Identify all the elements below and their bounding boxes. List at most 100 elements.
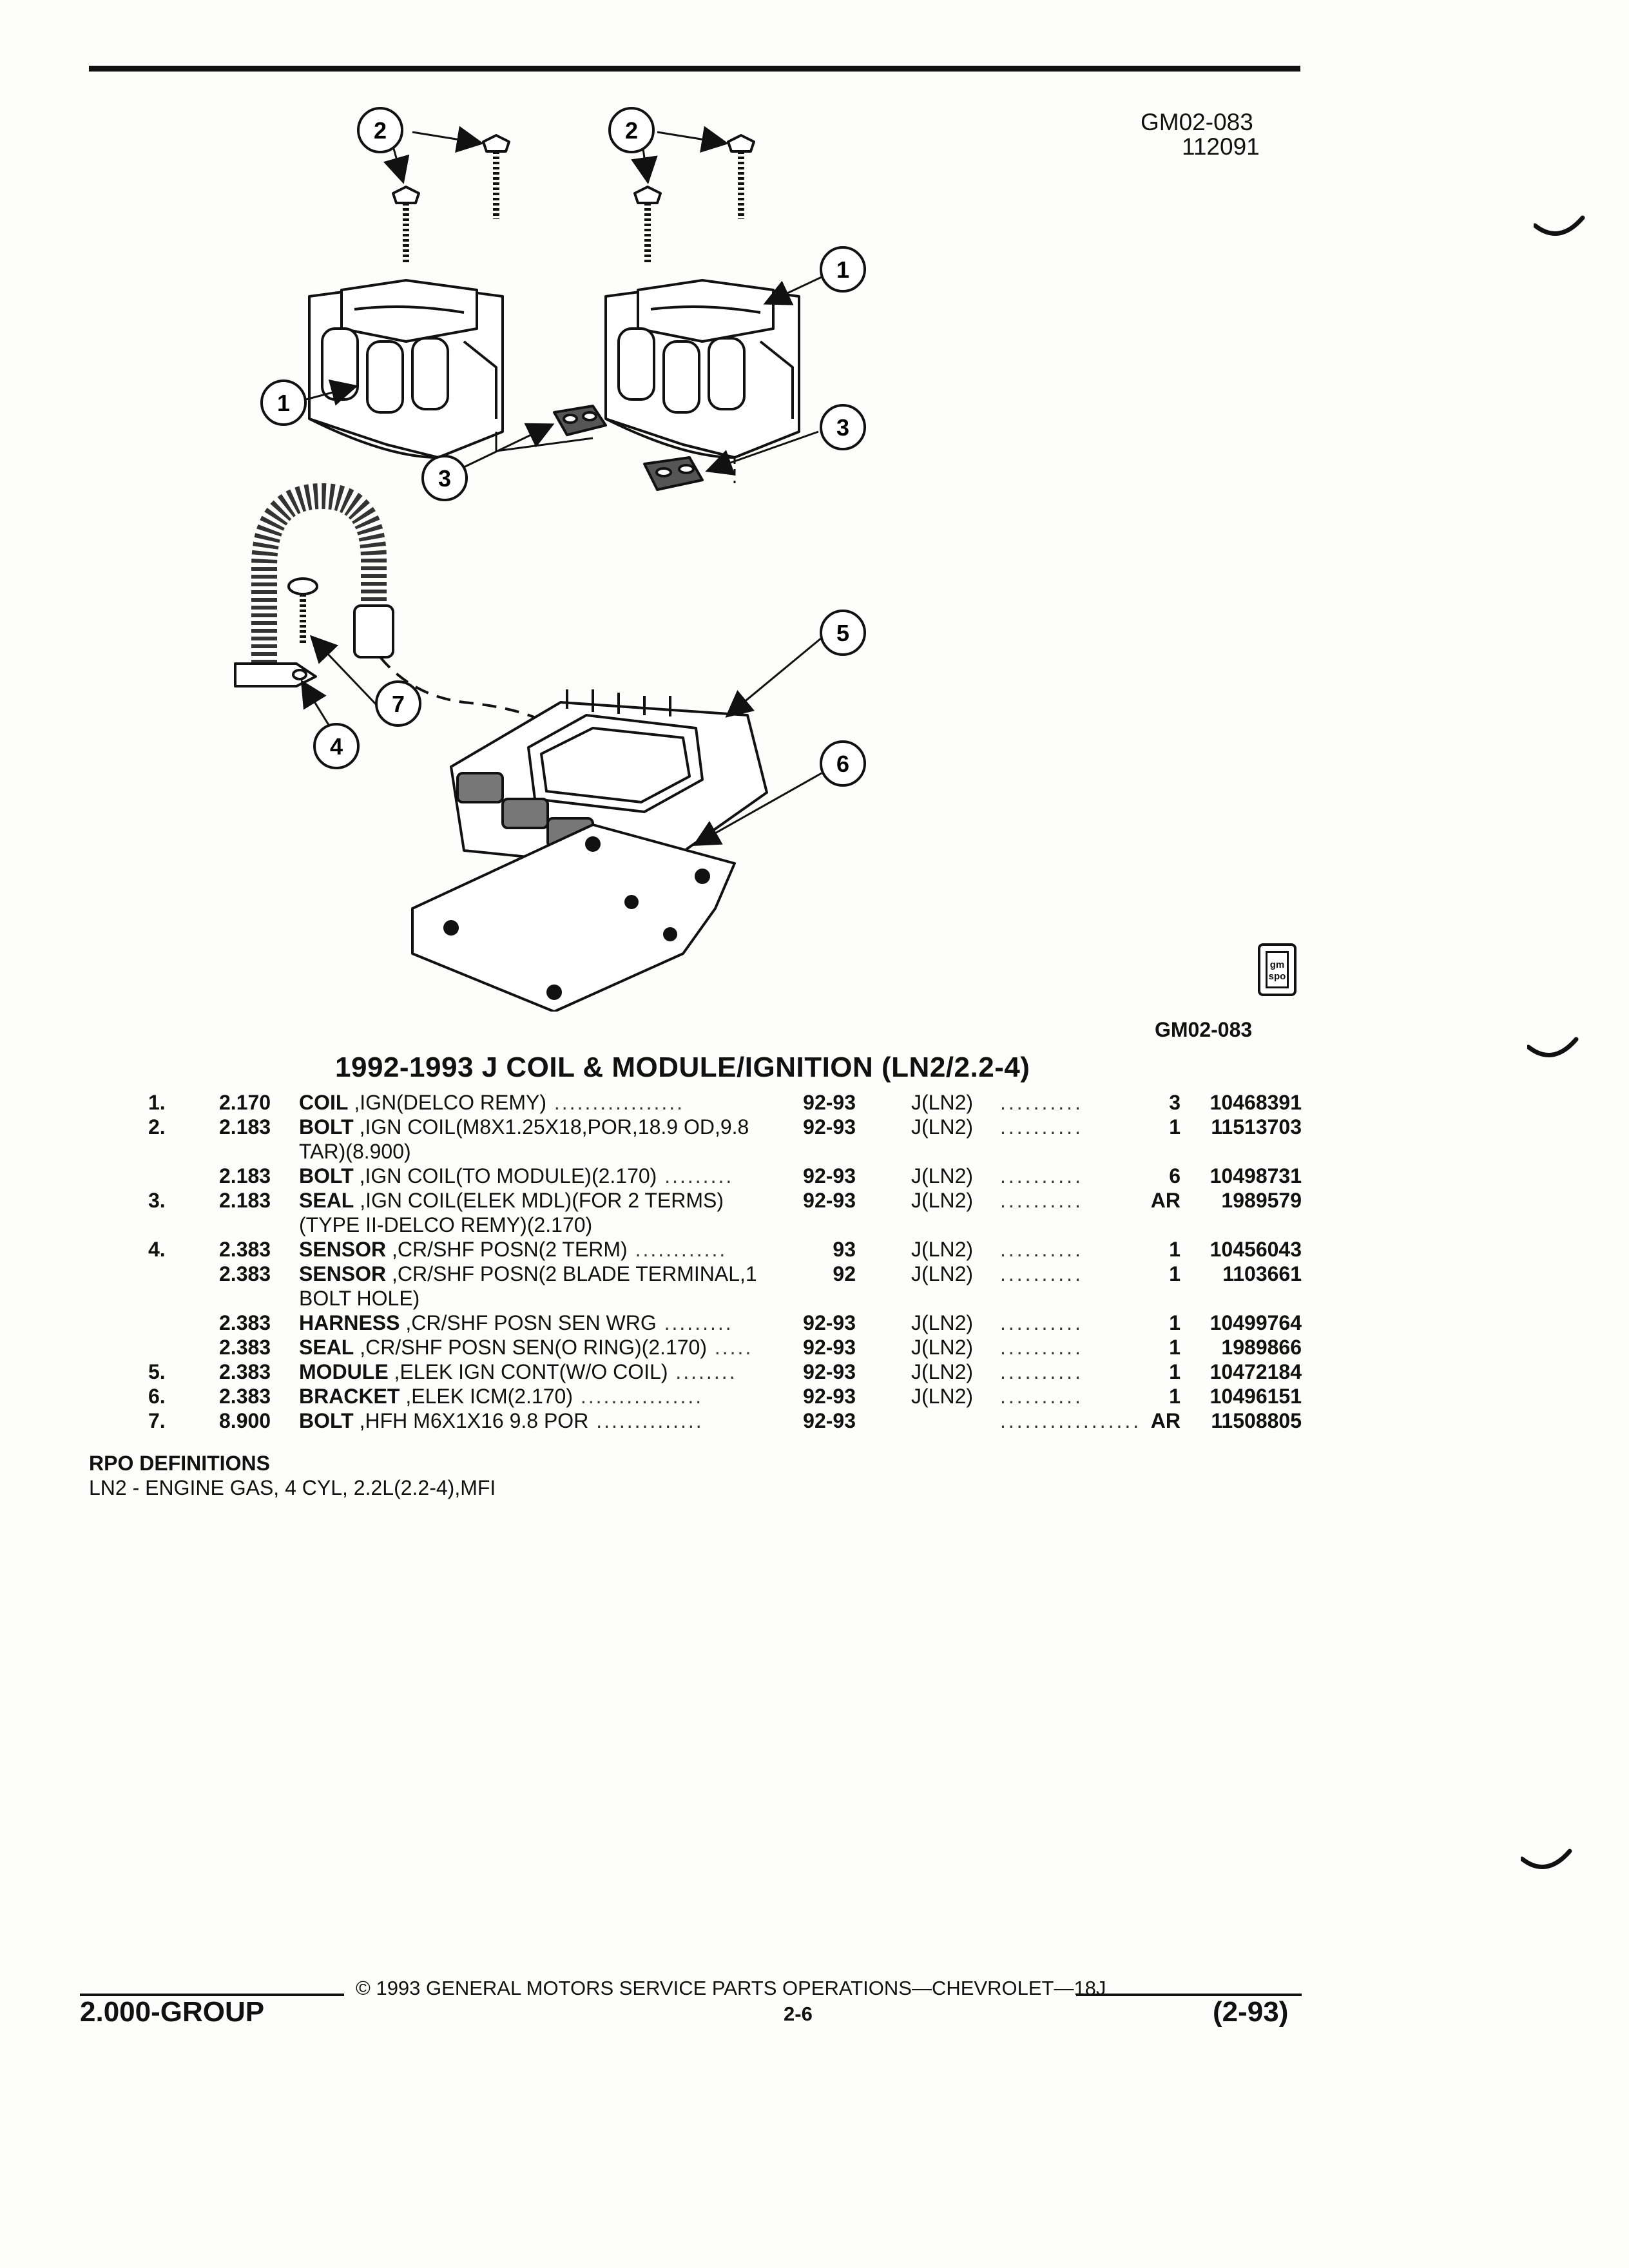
callout-7: 7	[375, 680, 421, 727]
part-number: 11508805	[1211, 1409, 1302, 1432]
dot-leader: ..........	[1000, 1238, 1083, 1261]
quantity: 1	[1169, 1360, 1181, 1383]
part-number: 11513703	[1211, 1115, 1302, 1139]
part-name: SENSOR	[299, 1262, 387, 1285]
dot-leader: .........	[657, 1164, 734, 1187]
model-code: J(LN2)	[911, 1238, 974, 1261]
figure-code: GM02-083	[1155, 1018, 1253, 1041]
callout-5: 5	[820, 610, 866, 656]
part-description: SEAL ,IGN COIL(ELEK MDL)(FOR 2 TERMS)	[299, 1188, 724, 1213]
callout-2-right: 2	[608, 107, 655, 153]
quantity: 1	[1169, 1115, 1181, 1139]
ignition-coil-right	[604, 279, 800, 459]
group-number: 2.383	[219, 1360, 271, 1383]
dot-leader: ............	[627, 1238, 728, 1261]
callout-3-right: 3	[820, 404, 866, 450]
model-years: 92-93	[803, 1091, 856, 1114]
item-number: 7.	[148, 1409, 166, 1432]
model-code: J(LN2)	[911, 1360, 974, 1383]
dot-leader: .................	[1000, 1409, 1142, 1432]
item-number: 5.	[148, 1360, 166, 1383]
callout-1-right: 1	[820, 246, 866, 293]
part-detail: ,CR/SHF POSN SEN WRG	[400, 1311, 657, 1334]
part-description: TAR)(8.900)	[299, 1139, 411, 1164]
dot-leader: ..........	[1000, 1385, 1083, 1408]
sensor-bolt	[287, 577, 318, 644]
module-bracket	[411, 823, 736, 1012]
part-number: 10472184	[1210, 1360, 1302, 1383]
quantity: AR	[1150, 1189, 1181, 1212]
item-number: 6.	[148, 1385, 166, 1408]
footer-copyright: © 1993 GENERAL MOTORS SERVICE PARTS OPER…	[356, 1977, 1106, 1999]
part-number: 10468391	[1210, 1091, 1302, 1114]
dot-leader: .........	[656, 1311, 733, 1334]
group-number: 2.183	[219, 1164, 271, 1187]
parts-row: TAR)(8.900)	[0, 1139, 1629, 1164]
part-name: SEAL	[299, 1336, 354, 1359]
section-title: 1992-1993 J COIL & MODULE/IGNITION (LN2/…	[335, 1052, 1030, 1083]
quantity: 6	[1169, 1164, 1181, 1187]
svg-text:7: 7	[392, 691, 405, 717]
svg-text:5: 5	[836, 620, 849, 646]
dot-leader: ..........	[1000, 1115, 1083, 1139]
dot-leader: ..........	[1000, 1091, 1083, 1114]
part-detail: ,HFH M6X1X16 9.8 POR	[353, 1409, 589, 1432]
part-description: HARNESS ,CR/SHF POSN SEN WRG .........	[299, 1311, 733, 1335]
parts-row: BOLT HOLE)	[0, 1286, 1629, 1311]
quantity: 1	[1169, 1238, 1181, 1261]
part-name: BOLT	[299, 1115, 354, 1139]
model-years: 92-93	[803, 1385, 856, 1408]
part-description: BOLT ,HFH M6X1X16 9.8 POR ..............	[299, 1408, 704, 1433]
model-years: 92-93	[803, 1360, 856, 1383]
margin-mark	[1534, 215, 1585, 236]
model-years: 92-93	[803, 1311, 856, 1334]
svg-text:3: 3	[438, 465, 451, 492]
coil-seals	[495, 405, 736, 491]
part-description: SENSOR ,CR/SHF POSN(2 BLADE TERMINAL,1	[299, 1262, 757, 1286]
quantity: AR	[1150, 1409, 1181, 1432]
top-rule	[89, 66, 1300, 72]
group-number: 2.383	[219, 1336, 271, 1359]
item-number: 3.	[148, 1189, 166, 1212]
model-years: 92-93	[803, 1189, 856, 1212]
model-years: 92	[833, 1262, 856, 1285]
dot-leader: ..........	[1000, 1360, 1083, 1383]
callout-3-left: 3	[421, 455, 468, 501]
part-detail: (TYPE II-DELCO REMY)(2.170)	[299, 1213, 593, 1236]
figure-ref-date: 112091	[1182, 133, 1260, 160]
footer-rule-left	[80, 1994, 344, 1996]
part-detail: ,CR/SHF POSN SEN(O RING)(2.170)	[354, 1336, 707, 1359]
dot-leader: ..........	[1000, 1189, 1083, 1212]
rpo-heading: RPO DEFINITIONS	[89, 1452, 270, 1475]
svg-text:1: 1	[836, 256, 849, 283]
part-description: BOLT ,IGN COIL(M8X1.25X18,POR,18.9 OD,9.…	[299, 1115, 749, 1139]
part-detail: ,IGN(DELCO REMY)	[348, 1091, 547, 1114]
part-detail: ,ELEK IGN CONT(W/O COIL)	[388, 1360, 668, 1383]
part-name: BOLT	[299, 1164, 354, 1187]
quantity: 3	[1169, 1091, 1181, 1114]
dot-leader: ..........	[1000, 1311, 1083, 1334]
part-detail: TAR)(8.900)	[299, 1140, 411, 1163]
model-years: 92-93	[803, 1336, 856, 1359]
part-detail: ,CR/SHF POSN(2 BLADE TERMINAL,1	[386, 1262, 757, 1285]
group-number: 2.170	[219, 1091, 271, 1114]
dot-leader: ..........	[1000, 1262, 1083, 1285]
part-number: 10498731	[1210, 1164, 1302, 1187]
footer-rule-right	[1076, 1994, 1302, 1996]
parts-row: (TYPE II-DELCO REMY)(2.170)	[0, 1213, 1629, 1237]
part-number: 1989579	[1221, 1189, 1302, 1212]
svg-text:1: 1	[277, 390, 290, 416]
item-number: 1.	[148, 1091, 166, 1114]
callout-6: 6	[820, 740, 866, 787]
group-number: 8.900	[219, 1409, 271, 1432]
svg-text:6: 6	[836, 751, 849, 777]
margin-mark	[1527, 1037, 1579, 1057]
quantity: 1	[1169, 1262, 1181, 1285]
